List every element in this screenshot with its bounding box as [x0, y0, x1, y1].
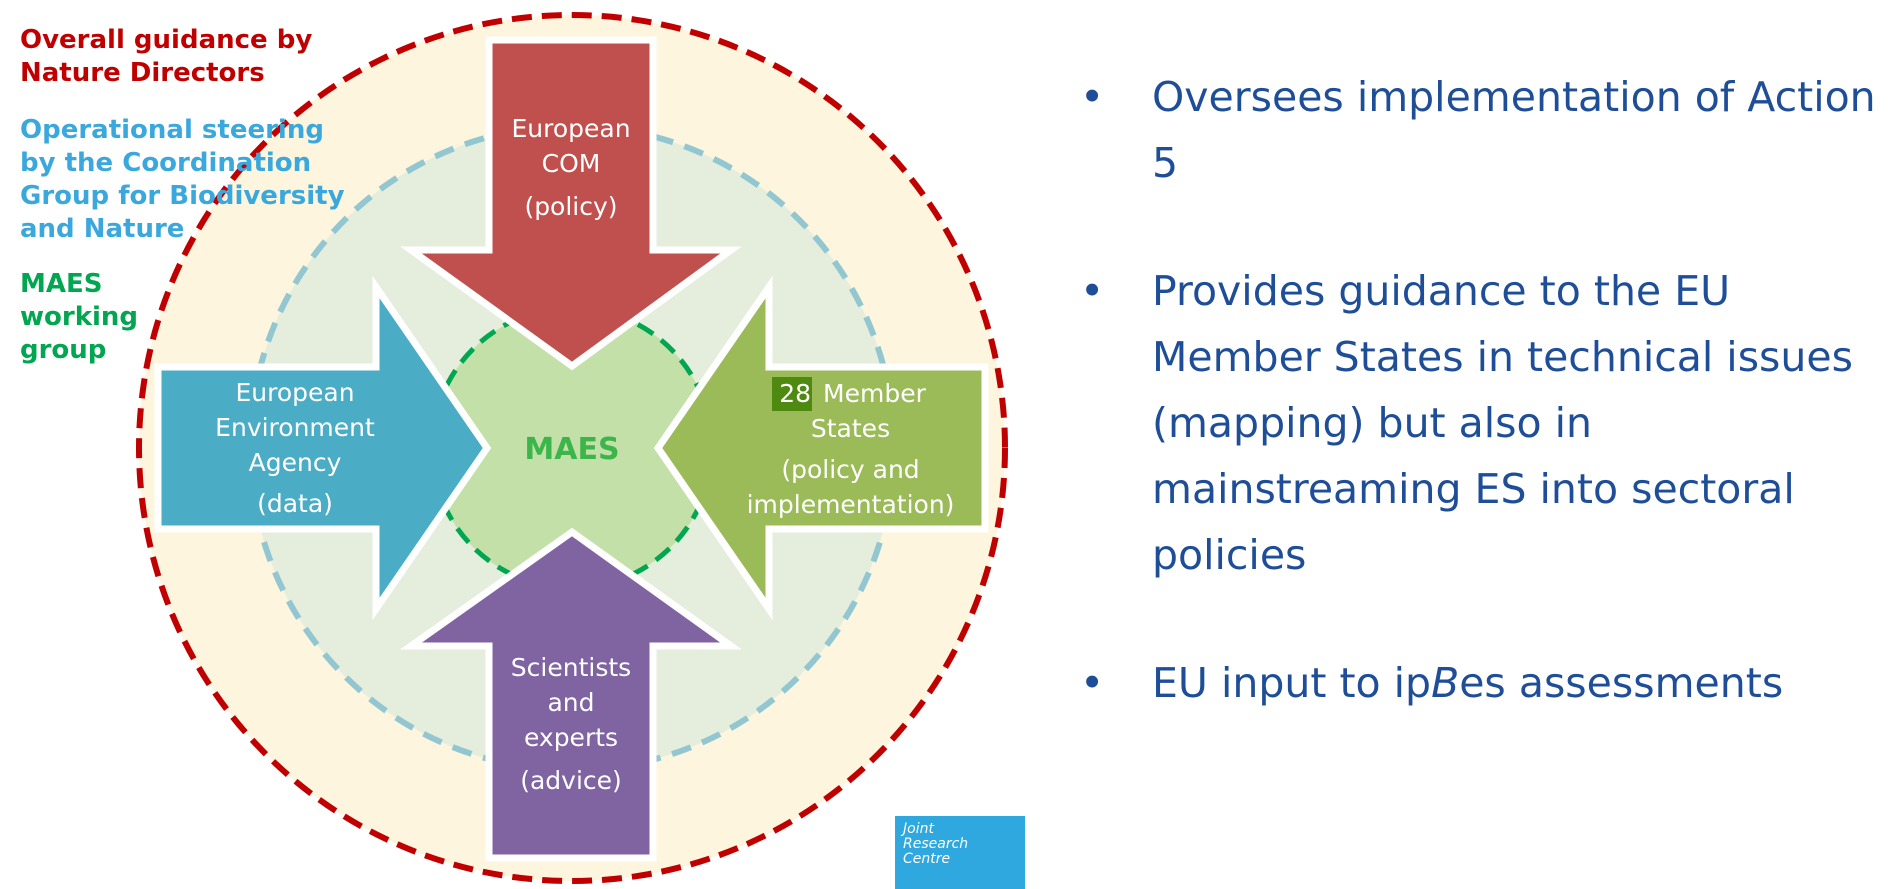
- arrow-right-label: 28 Member States (policy and implementat…: [728, 376, 973, 522]
- legend-steering-line: by the Coordination: [20, 148, 312, 178]
- arrow-top-role: (policy): [524, 192, 618, 221]
- arrow-bottom-label: Scientists and experts (advice): [489, 650, 653, 798]
- bullet-item: • EU input to ipBes assessments: [1080, 650, 1880, 716]
- bullet-text-pre: EU input to ip: [1152, 659, 1432, 707]
- legend-overall-guidance: Overall guidance by Nature Directors: [20, 24, 312, 90]
- arrow-top-line2: COM: [541, 149, 601, 178]
- logo-line: Joint: [903, 821, 934, 837]
- arrow-bottom-line3: experts: [523, 723, 619, 752]
- arrow-left-label: European Environment Agency (data): [190, 375, 400, 521]
- arrow-top: [400, 36, 742, 371]
- bullet-text-italic: B: [1431, 659, 1460, 707]
- bullet-item: • Provides guidance to the EU Member Sta…: [1080, 258, 1880, 588]
- arrow-left-role: (data): [257, 489, 333, 518]
- arrow-left-line2: Environment: [215, 413, 375, 442]
- jrc-logo: Joint Research Centre: [895, 816, 1025, 889]
- legend-maes-line: MAES: [20, 269, 103, 299]
- legend-steering-line: Group for Biodiversity: [20, 181, 345, 211]
- arrow-right-line2: States: [810, 414, 891, 443]
- arrow-top-label: European COM (policy): [489, 111, 653, 224]
- arrow-right-first-line: 28 Member: [728, 376, 973, 411]
- legend-steering-line: Operational steering: [20, 115, 324, 145]
- legend-maes-working-group: MAES working group: [20, 268, 138, 367]
- member-count-badge: [772, 377, 812, 411]
- logo-line: Research: [903, 836, 969, 852]
- arrow-right-role1: (policy and: [781, 455, 920, 484]
- legend-guidance-line: Nature Directors: [20, 58, 265, 88]
- legend-guidance-line: Overall guidance by: [20, 25, 313, 55]
- arrow-bottom-role: (advice): [520, 766, 622, 795]
- bullet-item: • Oversees implementation of Action 5: [1080, 64, 1880, 196]
- bullet-marker: •: [1080, 73, 1105, 121]
- logo-line: Centre: [903, 851, 951, 867]
- arrow-left-line1: European: [235, 378, 355, 407]
- arrow-left-line3: Agency: [248, 448, 342, 477]
- arrow-bottom: [400, 527, 742, 862]
- arrow-top-line1: European: [511, 114, 631, 143]
- bullet-text-post: es assessments: [1459, 659, 1784, 707]
- arrow-right: [653, 275, 989, 621]
- legend-maes-line: working: [20, 302, 139, 332]
- member-count: 28: [779, 379, 811, 408]
- arrow-bottom-line1: Scientists: [510, 653, 632, 682]
- bullet-marker: •: [1080, 267, 1105, 315]
- bullet-text: Oversees implementation of Action 5: [1152, 73, 1876, 187]
- arrow-bottom-line2: and: [547, 688, 595, 717]
- arrow-right-role2: implementation): [746, 490, 955, 519]
- legend-maes-line: group: [20, 335, 107, 365]
- legend-operational-steering: Operational steering by the Coordination…: [20, 114, 345, 246]
- bullet-marker: •: [1080, 659, 1105, 707]
- arrow-left: [154, 275, 492, 621]
- arrow-right-line1: Member: [823, 379, 926, 408]
- maes-center-label: MAES: [524, 432, 620, 467]
- bullet-text: Provides guidance to the EU Member State…: [1152, 267, 1853, 579]
- bullet-list: • Oversees implementation of Action 5 • …: [1080, 64, 1880, 778]
- legend-steering-line: and Nature: [20, 214, 185, 244]
